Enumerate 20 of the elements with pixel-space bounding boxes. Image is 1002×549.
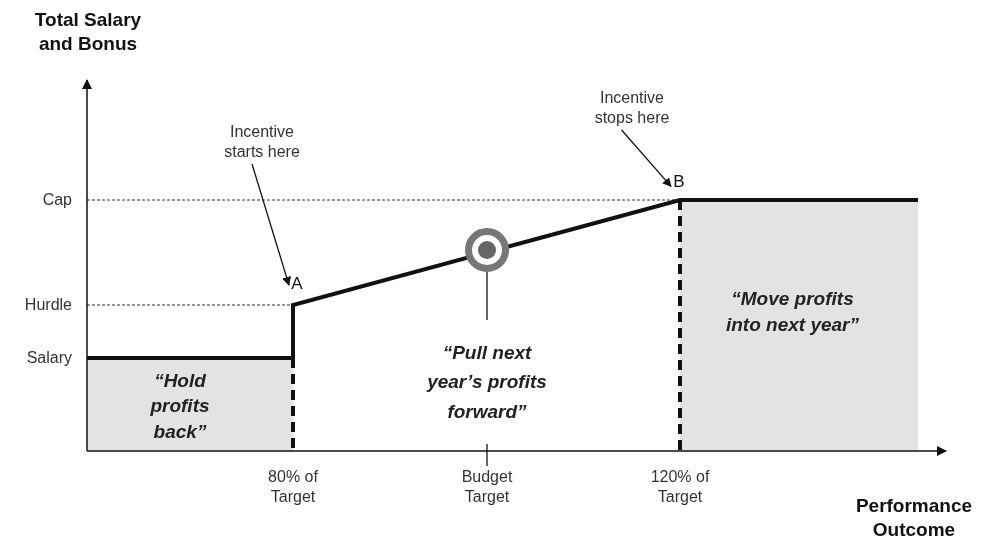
arrow [251,163,291,286]
annotation-text: Incentive starts here [212,120,312,164]
axis-title: Performance Outcome [854,494,974,542]
axis-tick-label: Salary [26,348,72,368]
point-label: A [289,273,305,295]
axis-tick-label: Budget Target [442,466,532,508]
leader-line [486,443,488,467]
axis-tick-label: Cap [42,190,72,210]
target-icon [465,228,509,272]
point-label: B [671,171,687,193]
annotation-text: Incentive stops here [580,86,684,130]
axis-tick-label: 120% of Target [649,467,711,507]
quote-text: “Pull next year’s profits forward” [417,320,557,444]
axis-tick-label: 80% of Target [267,467,319,507]
region-quote: “Hold profits back” [149,368,211,444]
axis-tick-label: Hurdle [24,295,72,315]
leader-line [486,271,488,321]
region-quote: “Move profits into next year” [725,287,860,337]
arrow [620,129,672,188]
axis-title: Total Salary and Bonus [33,8,143,56]
